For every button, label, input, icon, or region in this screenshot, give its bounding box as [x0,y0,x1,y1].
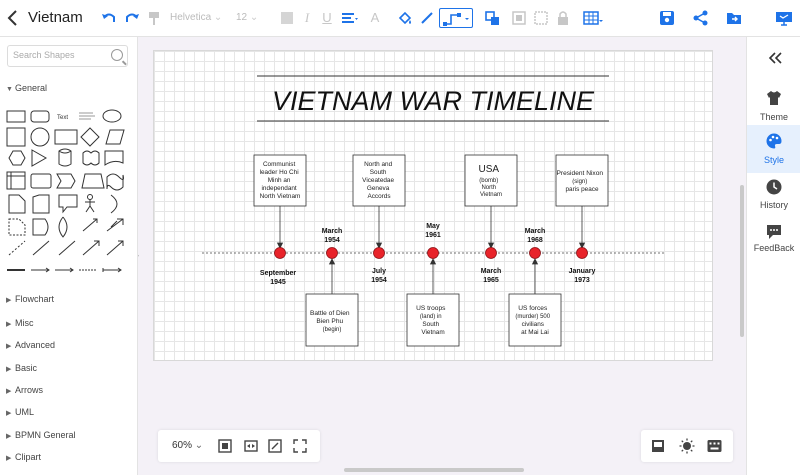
group-icon[interactable] [512,9,526,27]
share-icon[interactable] [692,9,710,27]
category-flowchart[interactable]: ▶Flowchart [6,294,55,304]
zoom-controls: 60% ⌄ [158,430,320,462]
redo-icon[interactable] [123,9,141,27]
table-icon[interactable] [583,9,603,27]
fill-color-icon[interactable] [397,9,413,27]
right-panel: Theme Style History FeedBack [746,37,800,475]
zoom-level-select[interactable]: 60% ⌄ [172,440,204,451]
canvas-area[interactable]: VIETNAM WAR TIMELINE Communist leader Ho… [139,37,746,475]
lock-icon[interactable] [556,9,570,27]
svg-text:Communist leader Ho: Communist leader Ho Chi Minh an independ… [260,161,301,200]
clock-icon [766,179,782,195]
theme-mode-icon[interactable] [679,438,695,454]
page-setup-icon[interactable] [651,439,665,453]
align-icon[interactable] [340,9,358,27]
marker-may-1961 [427,247,439,259]
connector-style-select[interactable] [439,8,473,28]
panel-tab-theme[interactable]: Theme [747,86,800,130]
event-box-nixon-paris-peace: President Nixon (sign) paris peace [555,154,609,207]
actual-size-icon[interactable] [268,439,282,453]
text-shape-label: Text [57,115,68,121]
marker-mar-1968 [529,247,541,259]
font-size-select[interactable]: 12 ⌄ [236,12,259,23]
search-shapes-input[interactable]: Search Shapes [7,45,128,67]
top-toolbar: Vietnam Helvetica ⌄ 12 ⌄ I U A [0,0,800,37]
svg-text:US forces (murder) 5: US forces (murder) 500 civilians at Mai … [515,297,554,336]
italic-icon[interactable]: I [304,10,310,25]
svg-text:President Nixon (sig: President Nixon (sign) paris peace [557,162,608,193]
timeline-markers [274,247,588,259]
marker-mar-1954 [326,247,338,259]
event-box-us-forces-mai-lai: US forces (murder) 500 civilians at Mai … [508,293,562,347]
category-general[interactable]: ▼General [6,83,48,93]
event-box-ho-chi-minh: Communist leader Ho Chi Minh an independ… [253,154,307,207]
font-family-select[interactable]: Helvetica ⌄ [170,12,223,23]
category-misc[interactable]: ▶Misc [6,318,34,328]
feedback-icon [767,225,781,239]
timeline-diagram: VIETNAM WAR TIMELINE Communist leader Ho… [202,75,666,347]
fullscreen-icon[interactable] [293,439,307,453]
category-uml[interactable]: ▶UML [6,407,35,417]
marker-mar-1965 [485,247,497,259]
top-connectors [276,206,586,249]
marker-jul-1954 [373,247,385,259]
category-basic[interactable]: ▶Basic [6,363,38,373]
category-clipart[interactable]: ▶Clipart [6,452,42,462]
vertical-scrollbar[interactable] [740,185,744,337]
shirt-icon [767,91,781,105]
bottom-connectors [328,258,539,294]
panel-tab-feedback[interactable]: FeedBack [747,220,800,264]
shape-library-sidebar: Search Shapes ▼General Text [0,37,138,475]
event-box-usa-bomb: USA (bomb) North Vietnam [464,154,518,207]
svg-text:North and South: North and South Viceatedae Geneva Accord… [362,161,396,200]
arrange-icon[interactable] [484,9,504,27]
event-box-dien-bien-phu: Battle of Dien Bien Phu (begin) [305,293,359,347]
category-bpmn-general[interactable]: ▶BPMN General [6,430,76,440]
format-painter-icon[interactable] [146,9,162,27]
panel-tab-history[interactable]: History [747,177,800,221]
palette-icon [766,133,782,149]
svg-text:Battle of Dien Bien: Battle of Dien Bien Phu (begin) [310,302,354,333]
underline-icon[interactable]: U [322,10,332,25]
event-box-us-troops: US troops (land) in South Vietnam [406,293,460,347]
keyboard-shortcuts-icon[interactable] [707,439,722,453]
undo-icon[interactable] [100,9,118,27]
category-arrows[interactable]: ▶Arrows [6,385,44,395]
view-controls [641,430,733,462]
diagram-title: VIETNAM WAR TIMELINE [272,86,595,116]
fit-width-icon[interactable] [244,439,258,453]
event-box-geneva-accords: North and South Viceatedae Geneva Accord… [352,154,406,207]
general-shapes-palette[interactable]: Text [5,107,131,282]
search-icon [111,49,123,61]
save-icon[interactable] [658,9,676,27]
diagram-page[interactable]: VIETNAM WAR TIMELINE Communist leader Ho… [153,50,713,361]
marker-jan-1973 [576,247,588,259]
marker-sep-1945 [274,247,286,259]
present-icon[interactable] [775,9,793,27]
collapse-right-panel-icon[interactable] [767,51,783,70]
font-color-icon[interactable]: A [370,10,380,25]
document-title[interactable]: Vietnam [28,9,83,26]
panel-tab-style[interactable]: Style [747,125,800,173]
line-color-icon[interactable] [419,9,435,27]
horizontal-scrollbar[interactable] [344,468,524,472]
svg-text:US troops (land) in: US troops (land) in South Vietnam [416,297,450,336]
bold-icon[interactable] [280,9,294,27]
category-advanced[interactable]: ▶Advanced [6,340,56,350]
fit-page-icon[interactable] [218,439,232,453]
svg-text:USA (bomb): USA (bomb) North Vietnam [478,159,503,198]
ungroup-icon[interactable] [534,9,548,27]
move-to-folder-icon[interactable] [725,9,743,27]
back-arrow-icon[interactable] [6,8,20,28]
